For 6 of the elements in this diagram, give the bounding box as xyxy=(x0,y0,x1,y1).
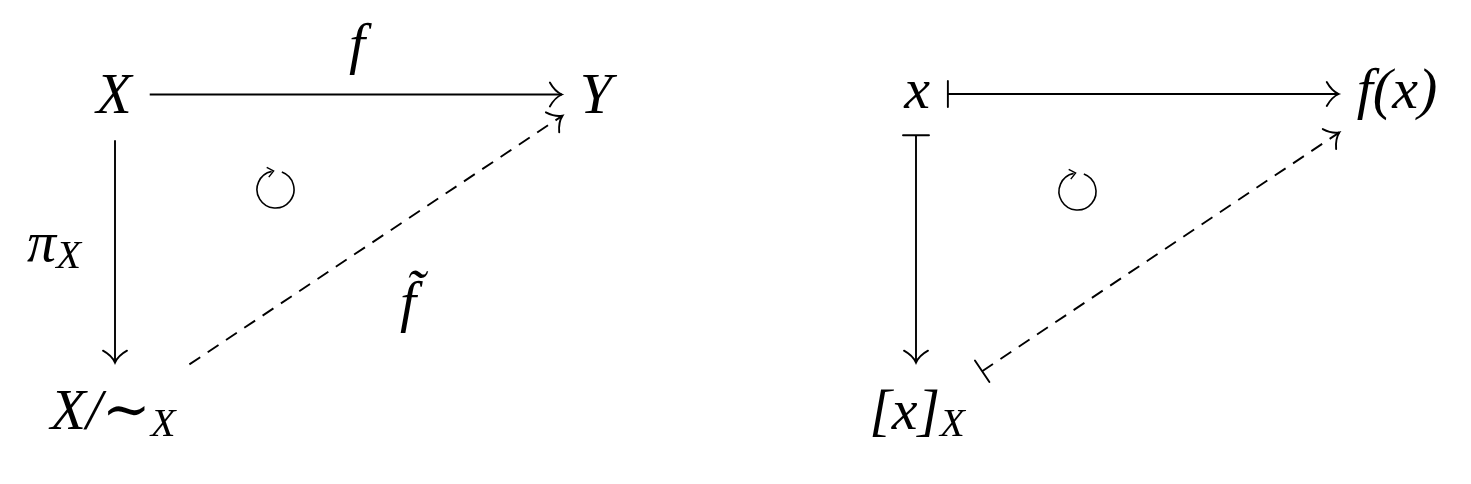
math-expression: f(x) xyxy=(1342,45,1452,132)
math-expression: X xyxy=(82,50,146,137)
math-expression: X/∼$_{X}$ xyxy=(36,366,190,453)
math-expression: [x]$_{X}$ xyxy=(855,366,979,453)
math-expression: x xyxy=(890,45,944,132)
math-expression: Y xyxy=(565,50,627,137)
